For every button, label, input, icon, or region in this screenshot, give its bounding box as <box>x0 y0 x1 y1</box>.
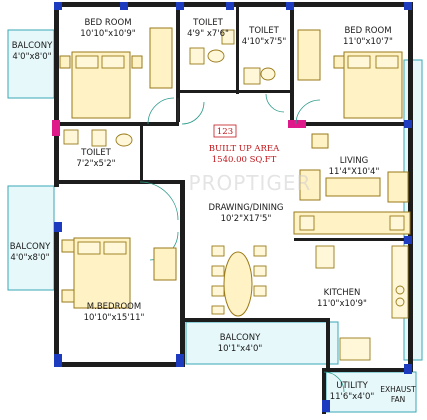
kitchen-fixtures <box>315 245 409 361</box>
unit-number-box <box>213 124 237 138</box>
utility-area <box>325 371 417 413</box>
dining-table <box>211 245 267 317</box>
balcony-2-size: 4'0"x8'0" <box>10 253 49 263</box>
windows <box>54 2 412 412</box>
watermark: PROPTIGER <box>189 171 312 195</box>
living-size: 11'4"X10'4" <box>329 167 380 177</box>
utility-size: 11'6"x4'0" <box>330 392 375 402</box>
bed-room-name: BED ROOM <box>84 18 131 28</box>
toilet-1-size: 4'9" x7'6" <box>187 29 229 39</box>
bed-room-2-size: 11'0"x10'7" <box>343 37 393 47</box>
toilet-2-size: 4'10"x7'5" <box>242 37 287 47</box>
kitchen-size: 11'0"x10'9" <box>317 299 367 309</box>
door-swings <box>139 93 345 393</box>
bed-master <box>61 237 177 309</box>
door-openings <box>52 120 306 136</box>
toilet-3-name: TOILET <box>80 148 111 158</box>
balcony-3-name: BALCONY <box>220 333 261 343</box>
bed-top-right <box>297 29 403 119</box>
kitchen-name: KITCHEN <box>324 288 361 298</box>
toilet-1-name: TOILET <box>192 18 223 28</box>
bed-top-left <box>59 27 173 119</box>
drawing-dining-size: 10'2"X17'5" <box>221 214 272 224</box>
balcony-1-name: BALCONY <box>12 41 53 51</box>
bed-room-size: 10'10"x10'9" <box>80 29 135 39</box>
toilet-2-fixtures <box>243 67 276 85</box>
toilet-3-fixtures <box>63 129 133 147</box>
balcony-2-name: BALCONY <box>10 242 51 252</box>
exhaust-fan-line2: FAN <box>391 395 405 404</box>
toilet-3-size: 7'2"x5'2" <box>76 159 115 169</box>
master-bedroom-size: 10'10"x15'11" <box>84 313 145 323</box>
balcony-left-area <box>7 185 55 291</box>
bed-room-2-name: BED ROOM <box>344 26 391 36</box>
balcony-top-left-area <box>7 29 55 99</box>
toilet-1-fixtures <box>189 29 235 65</box>
living-name: LIVING <box>340 156 369 166</box>
built-up-area-value: 1540.00 SQ.FT <box>212 155 277 165</box>
built-up-area-label: BUILT UP AREA <box>209 144 280 154</box>
balcony-3-size: 10'1"x4'0" <box>218 344 263 354</box>
balcony-1-size: 4'0"x8'0" <box>12 52 51 62</box>
drawing-dining-name: DRAWING/DINING <box>208 203 283 213</box>
toilet-2-name: TOILET <box>248 26 279 36</box>
living-furniture <box>293 133 411 235</box>
balcony-bottom-area <box>185 321 339 365</box>
unit-number: 123 <box>217 127 233 137</box>
utility-name: UTILITY <box>336 381 368 391</box>
master-bedroom-name: M.BEDROOM <box>87 302 141 312</box>
exhaust-fan-line1: EXHAUST <box>380 385 416 394</box>
